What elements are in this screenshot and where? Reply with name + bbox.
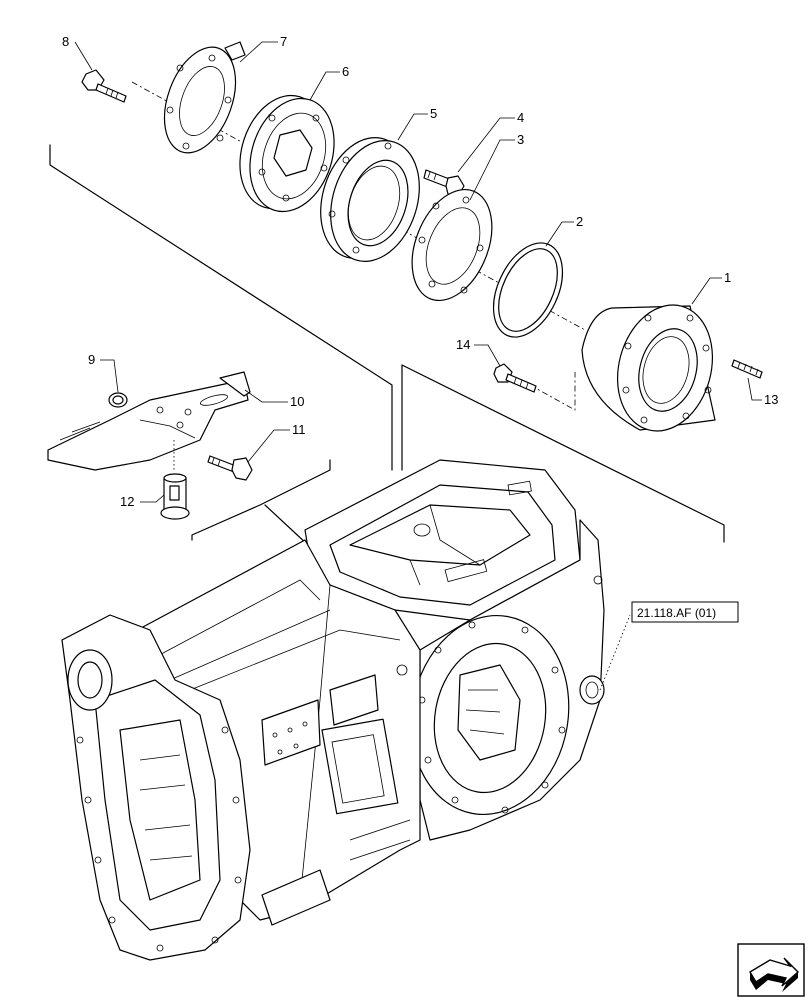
next-page-arrow-icon[interactable] — [737, 943, 805, 997]
callout-leaders — [74, 41, 762, 503]
part-12-pin — [160, 440, 190, 520]
callout-1: 1 — [724, 270, 731, 285]
callout-10: 10 — [290, 394, 304, 409]
part-14-stud — [493, 363, 537, 393]
part-13-stud — [731, 359, 763, 379]
part-10-lever — [47, 371, 251, 471]
callout-14: 14 — [456, 337, 470, 352]
group-bracket-right — [401, 364, 725, 543]
callout-5: 5 — [430, 106, 437, 121]
callout-9: 9 — [88, 352, 95, 367]
part-3-flange-plate — [411, 188, 493, 302]
part-7-plate — [163, 41, 246, 154]
part-8-bolt — [81, 69, 127, 103]
part-11-bolt — [207, 455, 253, 481]
part-2-o-ring — [492, 242, 564, 338]
callout-11: 11 — [292, 422, 306, 437]
callout-6: 6 — [342, 64, 349, 79]
part-5-ring-carrier — [320, 137, 420, 262]
callout-13: 13 — [764, 392, 778, 407]
part-9-small-o-ring — [108, 392, 128, 408]
part-6-hub — [239, 94, 335, 213]
lever-bracket — [191, 459, 331, 546]
group-bracket-left — [49, 144, 393, 471]
part-1-bell-housing — [581, 304, 716, 432]
callout-2: 2 — [576, 214, 583, 229]
cross-reference-text[interactable]: 21.118.AF (01) — [637, 606, 716, 620]
callout-12: 12 — [120, 494, 134, 509]
callout-4: 4 — [517, 110, 524, 125]
callout-3: 3 — [517, 132, 524, 147]
transmission-housing — [61, 459, 631, 961]
stud-axis — [529, 372, 576, 411]
callout-8: 8 — [62, 34, 69, 49]
cross-reference-link[interactable]: 21.118.AF (01) — [631, 601, 739, 623]
callout-7: 7 — [280, 34, 287, 49]
